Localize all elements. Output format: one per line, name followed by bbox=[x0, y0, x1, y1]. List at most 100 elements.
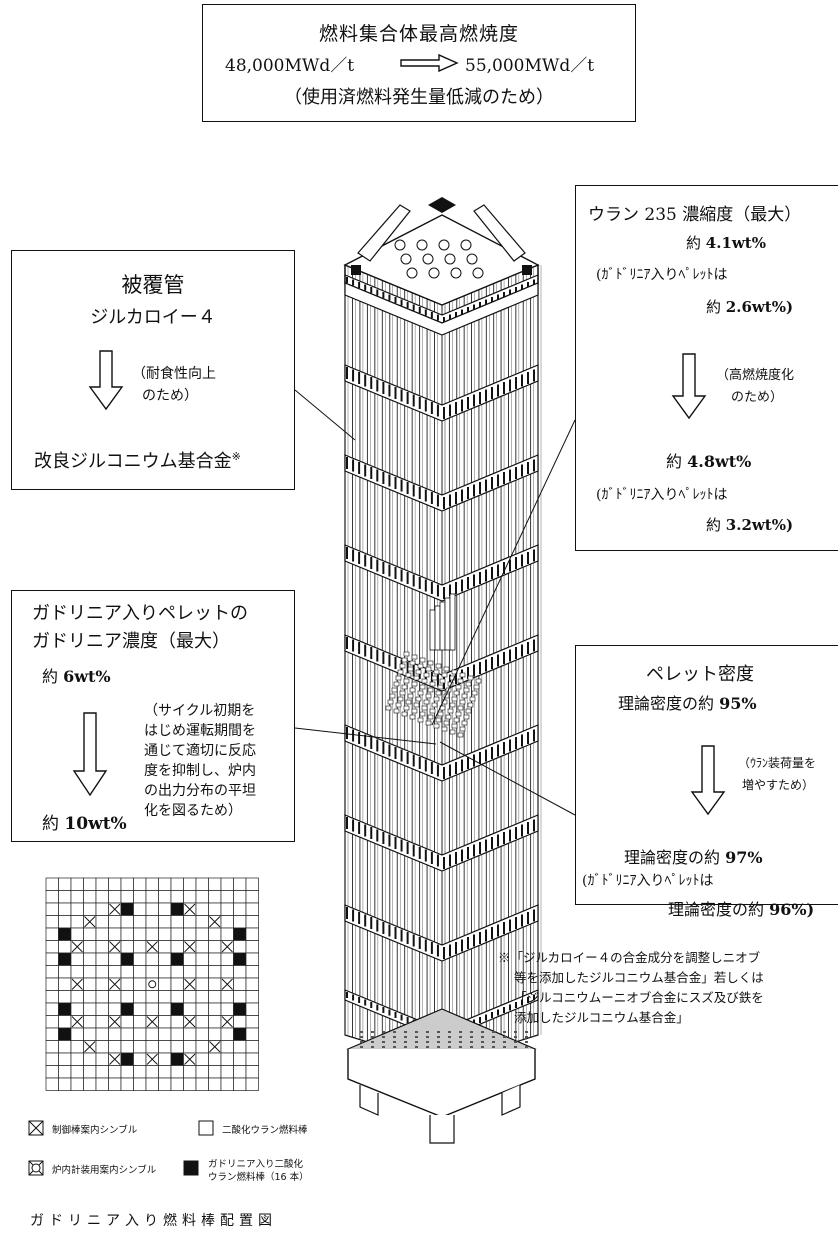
rod-cell bbox=[195, 915, 209, 929]
rod-cell bbox=[120, 927, 134, 941]
rod-cell bbox=[195, 1065, 209, 1079]
rod-cell bbox=[95, 915, 109, 929]
rod-cell bbox=[70, 1065, 84, 1079]
rod-cell bbox=[158, 1052, 172, 1066]
rod-cell bbox=[245, 1065, 259, 1079]
rod-cell bbox=[95, 902, 109, 916]
rod-cell bbox=[183, 877, 197, 891]
rod-cell bbox=[170, 940, 184, 954]
rod-cell bbox=[120, 965, 134, 979]
gd-rod-cell bbox=[120, 902, 134, 916]
rod-cell bbox=[83, 1077, 97, 1091]
down-arrow-icon bbox=[690, 745, 726, 816]
enrichment-gd-before: 約 2.6wt%) bbox=[706, 296, 793, 317]
rod-cell bbox=[108, 1027, 122, 1041]
rod-cell bbox=[45, 1065, 59, 1079]
rod-cell bbox=[245, 952, 259, 966]
gd-rod-cell bbox=[120, 1002, 134, 1016]
rod-cell bbox=[245, 1015, 259, 1029]
gadolinia-after: 約 10wt% bbox=[42, 809, 127, 834]
enrichment-title: ウラン 235 濃縮度（最大） bbox=[588, 205, 802, 225]
gd-rod-cell bbox=[120, 1052, 134, 1066]
rod-cell bbox=[170, 1015, 184, 1029]
rod-cell bbox=[183, 1077, 197, 1091]
rod-cell bbox=[133, 952, 147, 966]
enrichment-gd-after-prefix: 約 bbox=[706, 516, 722, 534]
enrichment-gd-after-value: 3.2wt%) bbox=[725, 516, 794, 534]
down-arrow-icon bbox=[88, 350, 124, 411]
rod-cell bbox=[45, 965, 59, 979]
gadolinia-reason-line: はじめ運転期間を bbox=[144, 723, 256, 739]
rod-cell bbox=[120, 977, 134, 991]
gd-rod-cell bbox=[170, 902, 184, 916]
rod-cell bbox=[45, 990, 59, 1004]
rod-cell bbox=[245, 890, 259, 904]
rod-cell bbox=[58, 890, 72, 904]
rod-cell bbox=[183, 1027, 197, 1041]
rod-cell bbox=[245, 1052, 259, 1066]
rod-cell bbox=[133, 990, 147, 1004]
gadolinia-reason-line: （サイクル初期を bbox=[144, 703, 256, 719]
rod-cell bbox=[245, 977, 259, 991]
rod-cell bbox=[108, 1040, 122, 1054]
rod-cell bbox=[145, 1077, 159, 1091]
rod-cell bbox=[220, 1065, 234, 1079]
rod-cell bbox=[158, 952, 172, 966]
leader-line bbox=[439, 741, 576, 816]
rod-cell bbox=[45, 977, 59, 991]
rod-cell bbox=[245, 915, 259, 929]
rod-cell bbox=[83, 1065, 97, 1079]
guide-thimble-mark bbox=[184, 941, 196, 953]
cutaway-grid bbox=[385, 593, 482, 738]
rod-cell bbox=[158, 927, 172, 941]
rod-cell bbox=[183, 965, 197, 979]
gadolinia-title-1: ガドリニア入りペレットの bbox=[32, 603, 248, 624]
rod-cell bbox=[45, 877, 59, 891]
rod-cell bbox=[70, 965, 84, 979]
rod-cell bbox=[83, 952, 97, 966]
rod-cell bbox=[220, 1052, 234, 1066]
rod-cell bbox=[83, 940, 97, 954]
rod-cell bbox=[208, 902, 222, 916]
gadolinia-reason: （サイクル初期を はじめ運転期間を 通じて適切に反応 度を抑制し、炉内 の出力分… bbox=[144, 701, 256, 821]
rod-cell bbox=[70, 990, 84, 1004]
legend: 制御棒案内シンブル 二酸化ウラン燃料棒 炉内計装用案内シンブル ガドリニア入り二… bbox=[28, 1120, 348, 1200]
rod-cell bbox=[170, 927, 184, 941]
rod-cell bbox=[233, 965, 247, 979]
rod-cell bbox=[133, 1027, 147, 1041]
rod-cell bbox=[45, 890, 59, 904]
rod-cell bbox=[120, 940, 134, 954]
rod-cell bbox=[120, 1077, 134, 1091]
rod-cell bbox=[158, 1002, 172, 1016]
gd-rod-cell bbox=[233, 1002, 247, 1016]
rod-cell bbox=[70, 1027, 84, 1041]
rod-cell bbox=[95, 1052, 109, 1066]
rod-cell bbox=[133, 977, 147, 991]
rod-cell bbox=[95, 952, 109, 966]
rod-cell bbox=[95, 1002, 109, 1016]
rod-cell bbox=[158, 1077, 172, 1091]
rod-cell bbox=[58, 877, 72, 891]
rod-cell bbox=[208, 890, 222, 904]
rod-cell bbox=[158, 940, 172, 954]
rod-cell bbox=[133, 890, 147, 904]
instrument-guide-icon bbox=[28, 1160, 44, 1176]
rod-cell bbox=[233, 1077, 247, 1091]
rod-cell bbox=[183, 1002, 197, 1016]
rod-cell bbox=[158, 965, 172, 979]
guide-thimble-mark bbox=[146, 941, 158, 953]
rod-cell bbox=[220, 1002, 234, 1016]
rod-cell bbox=[83, 1002, 97, 1016]
rod-cell bbox=[120, 890, 134, 904]
rod-cell bbox=[195, 940, 209, 954]
density-before-prefix: 理論密度の約 bbox=[618, 694, 715, 713]
leader-line bbox=[431, 419, 576, 726]
rod-cell bbox=[183, 927, 197, 941]
rod-cell bbox=[233, 990, 247, 1004]
rod-cell bbox=[145, 927, 159, 941]
enrichment-before-value: 4.1wt% bbox=[705, 234, 766, 252]
rod-cell bbox=[170, 977, 184, 991]
gd-rod-cell bbox=[58, 1002, 72, 1016]
enrichment-before: 約 4.1wt% bbox=[686, 232, 766, 253]
